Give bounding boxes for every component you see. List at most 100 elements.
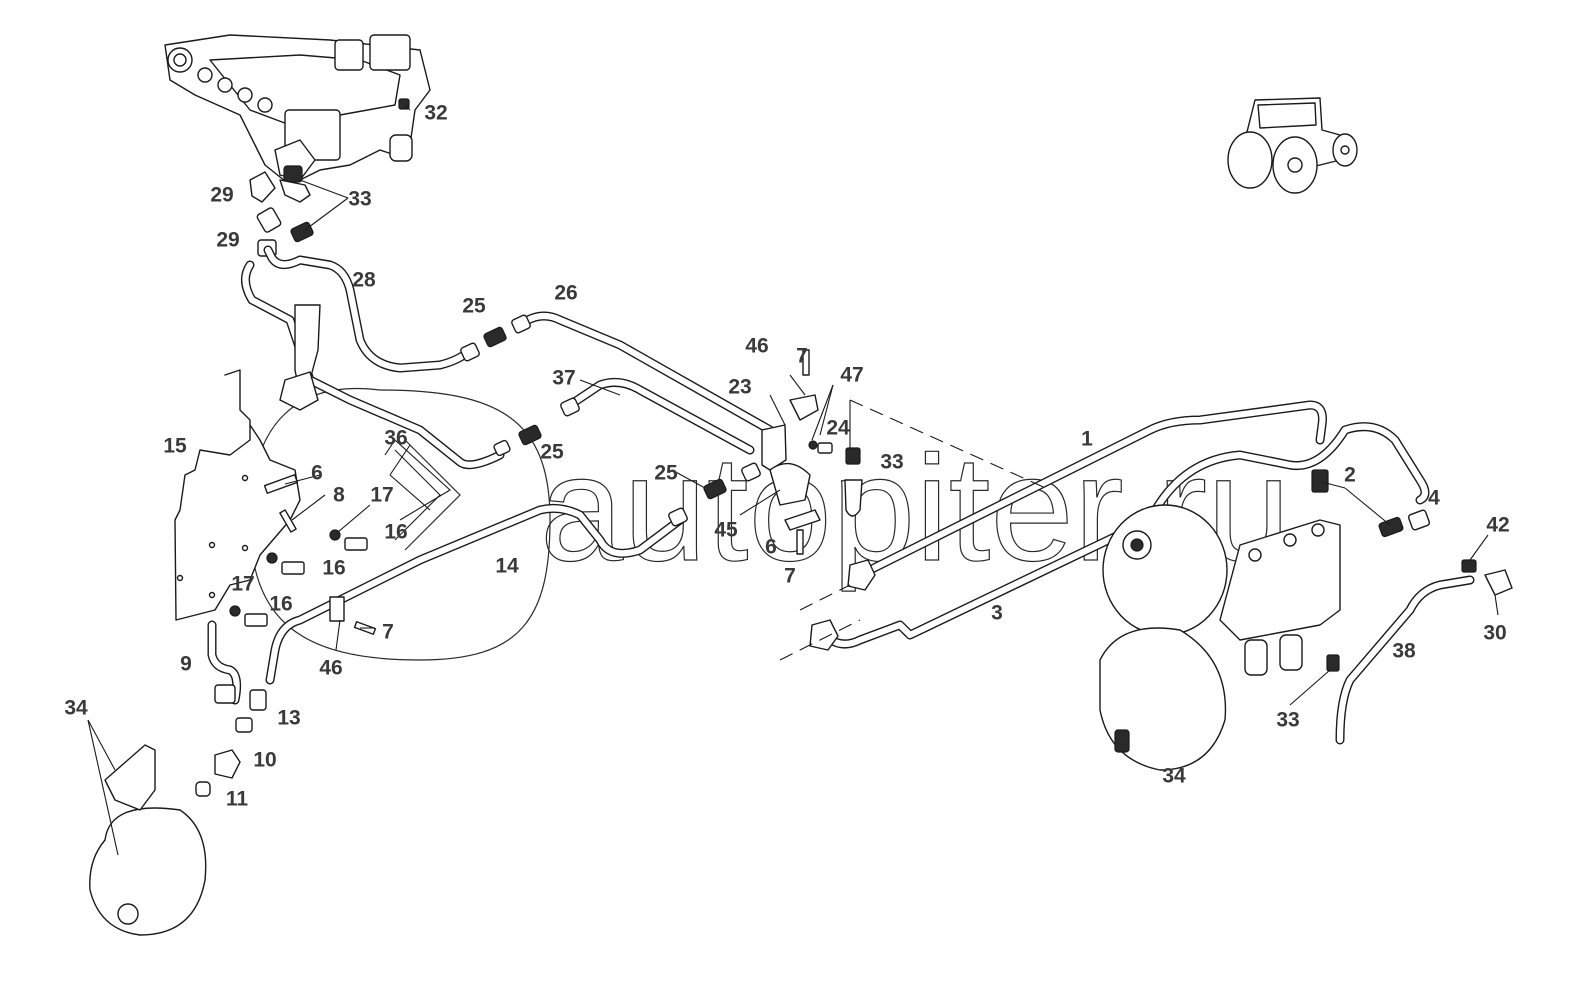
pipe-3	[820, 422, 1430, 649]
fitting-2-upper	[1311, 469, 1329, 493]
fitting-30	[1484, 569, 1513, 596]
callout-25: 25	[654, 461, 678, 485]
bolt-7b	[802, 349, 810, 376]
callout-15: 15	[163, 434, 187, 458]
callout-38: 38	[1392, 639, 1416, 663]
pipe-9-nut	[214, 684, 236, 704]
callout-7: 7	[382, 620, 394, 644]
accumulator-left-bracket	[104, 744, 156, 811]
callout-28: 28	[352, 268, 376, 292]
clip-46a	[329, 596, 345, 622]
valve-block	[164, 34, 431, 203]
tractor-icon	[1227, 97, 1358, 194]
watermark-logo-chevron	[394, 449, 441, 541]
callout-46: 46	[745, 334, 769, 358]
right-accumulator-assembly	[1099, 469, 1513, 771]
callout-16: 16	[322, 556, 346, 580]
callout-13: 13	[277, 706, 301, 730]
bolt-16a	[344, 537, 368, 551]
callout-7: 7	[796, 344, 808, 368]
fitting-13	[249, 689, 267, 711]
screw-8	[279, 509, 297, 533]
callout-29: 29	[210, 183, 234, 207]
pipe-1	[855, 400, 1327, 580]
accumulator-upper	[1102, 504, 1228, 636]
callout-46: 46	[319, 656, 343, 680]
accumulator-left-sphere	[89, 807, 207, 936]
callout-36: 36	[384, 426, 408, 450]
bolt-16b	[281, 561, 305, 575]
callout-24: 24	[826, 416, 850, 440]
callout-23: 23	[728, 375, 752, 399]
fitting-13-upper	[235, 717, 253, 733]
callout-4: 4	[1428, 486, 1440, 510]
fitting-2	[1378, 516, 1404, 538]
callout-3: 3	[991, 601, 1003, 625]
brake-valve-block	[1219, 519, 1341, 641]
callout-25: 25	[540, 440, 564, 464]
nut-pipe-1	[847, 559, 876, 591]
callout-17: 17	[231, 572, 255, 596]
callout-33: 33	[348, 187, 372, 211]
callout-29: 29	[216, 228, 240, 252]
callout-42: 42	[1486, 513, 1510, 537]
washer-17b	[266, 552, 278, 564]
callout-6: 6	[311, 461, 323, 485]
fittings-25	[460, 314, 761, 527]
callout-37: 37	[552, 366, 576, 390]
left-accumulator	[89, 684, 267, 936]
callout-8: 8	[333, 483, 345, 507]
bolt-7c	[796, 529, 804, 555]
fitting-33-lower	[290, 221, 314, 243]
callout-6: 6	[765, 535, 777, 559]
callout-11: 11	[225, 787, 249, 811]
bolt-24	[817, 442, 833, 454]
callout-33: 33	[1276, 708, 1300, 732]
callout-9: 9	[180, 652, 192, 676]
washer-47	[808, 440, 818, 450]
callout-26: 26	[554, 281, 578, 305]
clip-6b	[784, 509, 821, 531]
callout-16: 16	[384, 520, 408, 544]
fitting-10	[214, 749, 241, 779]
fitting-29-upper	[256, 207, 282, 233]
fitting-33-center	[845, 447, 861, 465]
fitting-4	[1407, 509, 1431, 531]
accumulator-lower	[1099, 627, 1227, 771]
clamp-45	[769, 462, 811, 506]
callout-17: 17	[370, 483, 394, 507]
fitting-33-right	[1326, 654, 1340, 672]
elbow-33-center	[844, 479, 863, 517]
clip-46b	[789, 394, 819, 421]
center-bracket	[761, 349, 863, 555]
watermark-logo-chevron-outer	[404, 439, 461, 551]
fitting-11	[195, 781, 211, 797]
pipe-38	[1335, 575, 1475, 745]
pipe-9	[207, 620, 242, 705]
clip-6	[263, 474, 299, 494]
callout-14: 14	[495, 554, 519, 578]
bracket-15	[174, 304, 321, 621]
callout-33: 33	[880, 450, 904, 474]
pipe-37	[565, 377, 755, 455]
callout-45: 45	[714, 518, 738, 542]
washer-17a	[329, 529, 341, 541]
callout-1: 1	[1081, 427, 1093, 451]
nut-pipe-3	[809, 619, 839, 651]
callout-10: 10	[253, 748, 277, 772]
pipe-28	[263, 245, 475, 373]
leader-lines	[87, 104, 1499, 856]
callout-34: 34	[1162, 764, 1186, 788]
callout-25: 25	[462, 294, 486, 318]
callout-47: 47	[840, 363, 864, 387]
bolt-16c	[244, 613, 268, 627]
callout-2: 2	[1344, 463, 1356, 487]
callout-34: 34	[64, 696, 88, 720]
hardware-fasteners	[229, 474, 377, 635]
callout-32: 32	[424, 101, 448, 125]
callout-16: 16	[269, 592, 293, 616]
callout-30: 30	[1483, 621, 1507, 645]
fitting-42	[1461, 559, 1477, 573]
